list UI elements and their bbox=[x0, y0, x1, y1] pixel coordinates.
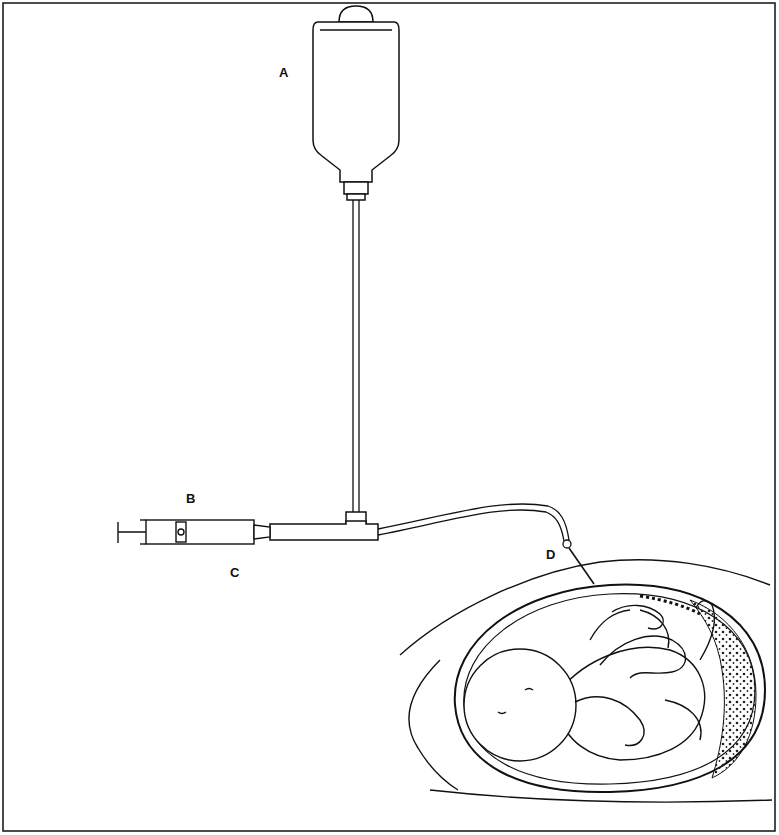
callout-letter: B bbox=[186, 492, 195, 505]
infusion-bottle bbox=[313, 6, 399, 200]
tubing bbox=[378, 504, 569, 541]
needle bbox=[569, 548, 594, 584]
t-connector bbox=[270, 512, 378, 540]
tubing bbox=[353, 200, 359, 516]
amniotic-sac bbox=[464, 594, 755, 784]
fetus bbox=[464, 601, 714, 761]
placenta bbox=[640, 596, 700, 614]
callout-letter: D bbox=[546, 548, 555, 561]
syringe bbox=[118, 520, 270, 544]
maternal-body bbox=[400, 560, 772, 802]
callout-letter: C bbox=[230, 566, 239, 579]
uterus bbox=[455, 585, 765, 793]
callout-letter: A bbox=[279, 66, 288, 79]
needle-hub bbox=[563, 540, 571, 548]
frame bbox=[3, 3, 775, 831]
